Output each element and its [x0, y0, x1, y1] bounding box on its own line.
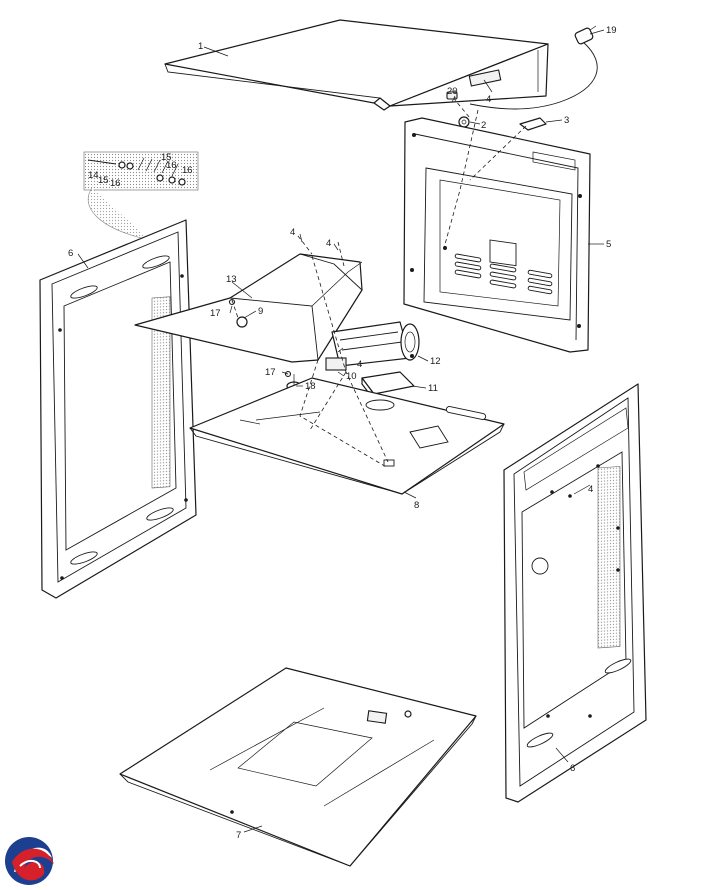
callout-15: 15: [161, 152, 172, 163]
callout-8: 8: [414, 500, 419, 511]
left-side-panel-part: [39, 219, 197, 599]
callout-18: 18: [305, 381, 316, 392]
callout-6: 6: [570, 763, 575, 774]
callout-4: 4: [588, 484, 593, 495]
callout-16: 16: [182, 165, 193, 176]
hardware-kit-inset: [83, 151, 199, 241]
assembly-guide-lines: [231, 90, 527, 469]
callout-19: 19: [606, 25, 617, 36]
callout-14: 14: [88, 170, 99, 181]
power-cable-part: [469, 25, 598, 110]
callout-20: 20: [447, 86, 458, 97]
callout-1: 1: [198, 41, 203, 52]
back-panel-part: [403, 117, 591, 353]
callout-17: 17: [210, 308, 221, 319]
callout-4: 4: [357, 359, 362, 370]
callout-5: 5: [606, 239, 611, 250]
callout-3: 3: [564, 115, 569, 126]
top-cover-part: [164, 19, 549, 111]
callout-13: 13: [226, 274, 237, 285]
back-panel-vents: [454, 253, 553, 295]
callout-2: 2: [481, 120, 486, 131]
callout-9: 9: [258, 306, 263, 317]
callout-4: 4: [326, 238, 331, 249]
callout-17: 17: [265, 367, 276, 378]
callout-7: 7: [236, 830, 241, 841]
fan-motor-part: [331, 321, 420, 367]
callout-16: 16: [166, 160, 177, 171]
callout-12: 12: [430, 356, 441, 367]
callout-4: 4: [290, 227, 295, 238]
bottom-panel-part: [119, 667, 477, 867]
fan-cover-part: [134, 253, 363, 363]
callout-16: 16: [110, 178, 121, 189]
base-plate-part: [189, 377, 505, 495]
callout-11: 11: [428, 383, 438, 394]
callout-labels: 1 19 20 4 2 3 5 14 15 16 15 16 16 6 4 4 …: [68, 25, 617, 841]
callout-4: 4: [486, 94, 491, 105]
small-connector-parts: [446, 69, 547, 131]
brand-swirl-logo: [5, 837, 54, 885]
right-side-panel-part: [503, 383, 647, 803]
callout-6: 6: [68, 248, 73, 259]
leader-lines: [77, 29, 605, 833]
callout-15: 15: [98, 175, 109, 186]
callout-10: 10: [346, 371, 357, 382]
